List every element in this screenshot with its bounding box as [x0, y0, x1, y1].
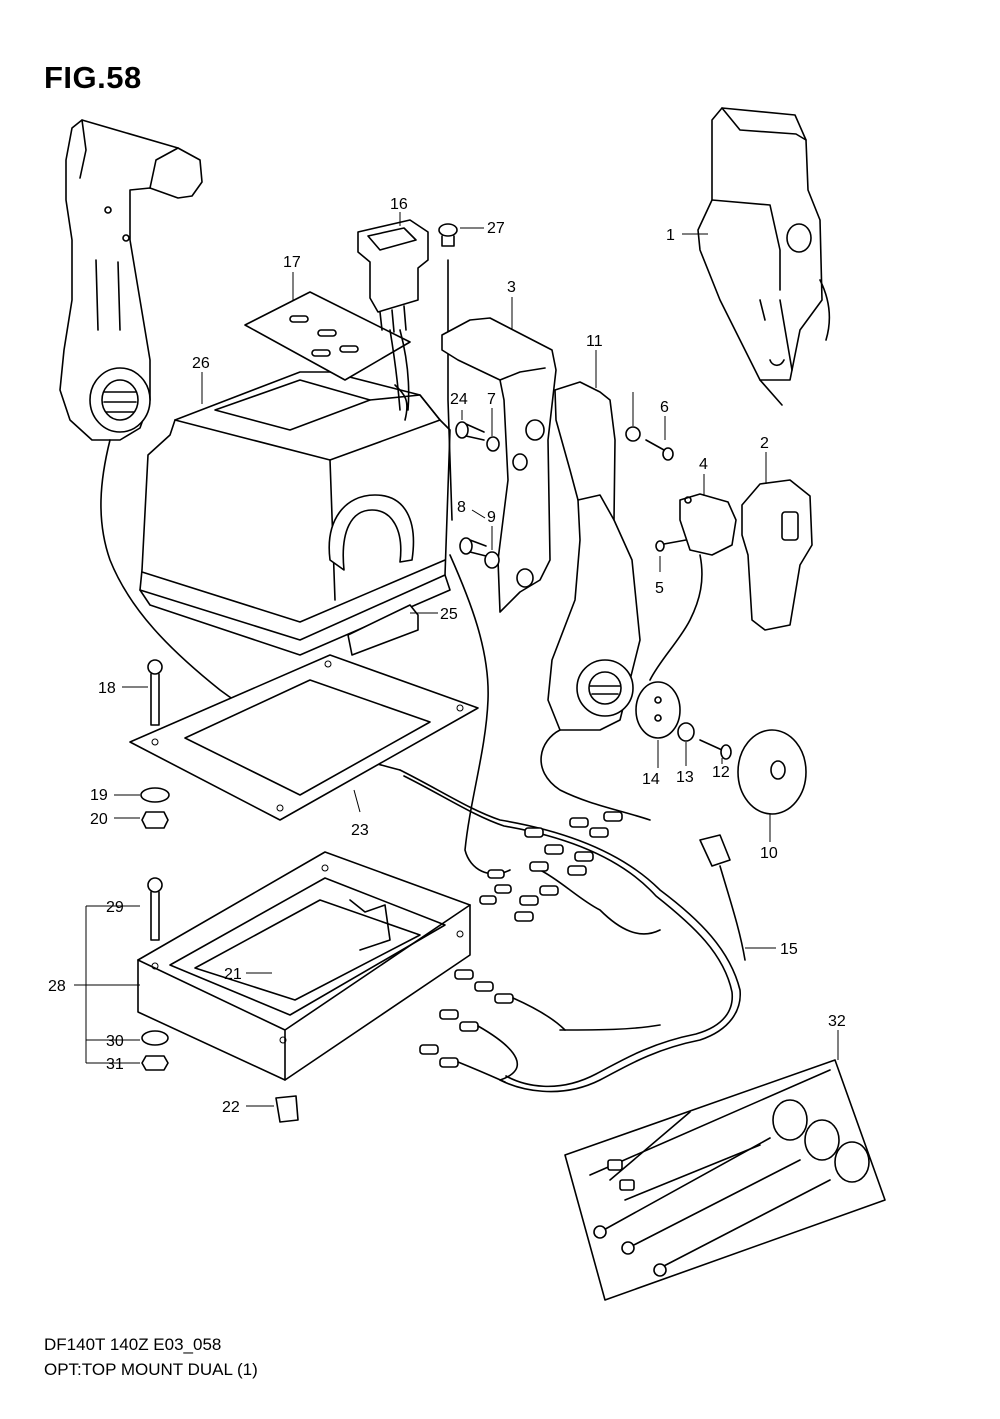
- callout-20: 20: [90, 811, 108, 828]
- option-label: OPT:TOP MOUNT DUAL (1): [44, 1360, 258, 1379]
- switch-4: [649, 493, 737, 681]
- callout-25: 25: [440, 606, 458, 623]
- wiring-harness-15: [399, 554, 746, 1093]
- callout-22: 22: [222, 1099, 240, 1116]
- callout-9: 9: [487, 509, 496, 526]
- callout-15: 15: [780, 941, 798, 958]
- callout-17: 17: [283, 254, 301, 271]
- callout-11: 11: [586, 333, 603, 350]
- remote-control-assembly-1: [697, 107, 831, 406]
- callout-3: 3: [507, 279, 516, 296]
- callout-32: 32: [828, 1013, 846, 1030]
- housing-cover-26: [139, 371, 451, 656]
- callout-6: 6: [660, 399, 669, 416]
- callout-8: 8: [457, 499, 466, 516]
- callout-5: 5: [655, 580, 664, 597]
- callout-numbers: 1 2 3 4 5 6 7 8 9 10 11 12 13 14 15 16 1…: [48, 196, 846, 1116]
- model-code-label: DF140T 140Z E03_058: [44, 1335, 222, 1354]
- callout-24: 24: [450, 391, 468, 408]
- callout-19: 19: [90, 787, 108, 804]
- base-28: [137, 851, 471, 1081]
- callout-14: 14: [642, 771, 660, 788]
- callout-4: 4: [699, 456, 708, 473]
- figure-title: FIG.58: [44, 60, 142, 95]
- callout-leaders: [74, 212, 839, 1107]
- callout-13: 13: [676, 769, 694, 786]
- rocker-switch-16: [357, 219, 429, 421]
- callout-29: 29: [106, 899, 124, 916]
- callout-7: 7: [487, 391, 496, 408]
- callout-18: 18: [98, 680, 116, 697]
- callout-16: 16: [390, 196, 408, 213]
- callout-30: 30: [106, 1033, 124, 1050]
- screw-27: [438, 223, 458, 521]
- callout-2: 2: [760, 435, 769, 452]
- callout-28: 28: [48, 978, 66, 995]
- gasket-23: [129, 654, 479, 821]
- callout-1: 1: [666, 227, 675, 244]
- callout-26: 26: [192, 355, 210, 372]
- callout-27: 27: [487, 220, 505, 237]
- callout-12: 12: [712, 764, 730, 781]
- plate-17: [244, 291, 411, 381]
- callout-23: 23: [351, 822, 369, 839]
- callout-31: 31: [106, 1056, 124, 1073]
- callout-10: 10: [760, 845, 778, 862]
- lever-bracket-3: [441, 317, 557, 613]
- tie-set-32: [564, 1059, 886, 1301]
- lever-bracket-11: [540, 381, 651, 821]
- switch-cover-2: [741, 479, 813, 631]
- callout-21: 21: [224, 966, 242, 983]
